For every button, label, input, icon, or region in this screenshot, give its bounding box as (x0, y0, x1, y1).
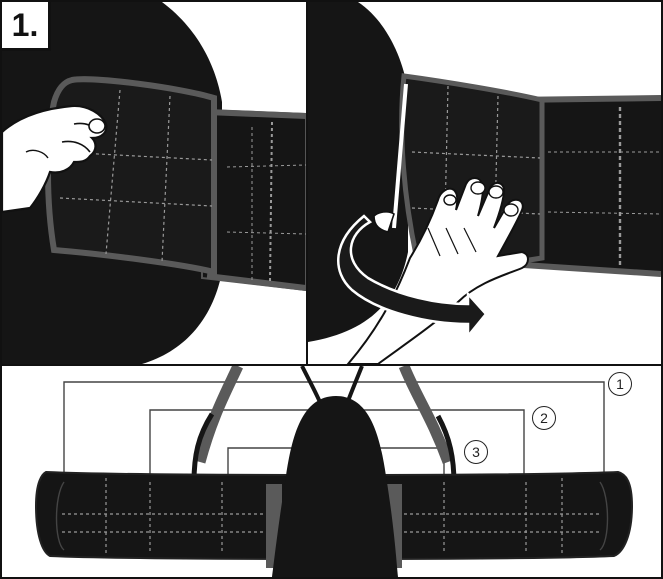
position-marker-3: 3 (464, 440, 488, 464)
panel-step-1-bottom: 1 2 3 (2, 366, 661, 577)
panel-step-1-left (2, 2, 306, 364)
step-label: 1. (2, 2, 51, 51)
hand-pressing-belt-illustration (308, 2, 661, 364)
hand-holding-belt-illustration (2, 2, 306, 364)
position-marker-2: 2 (532, 406, 556, 430)
belt-illustration (34, 366, 634, 577)
torso-silhouette (272, 396, 398, 577)
panel-step-1-right (308, 2, 661, 364)
position-marker-1: 1 (608, 372, 632, 396)
